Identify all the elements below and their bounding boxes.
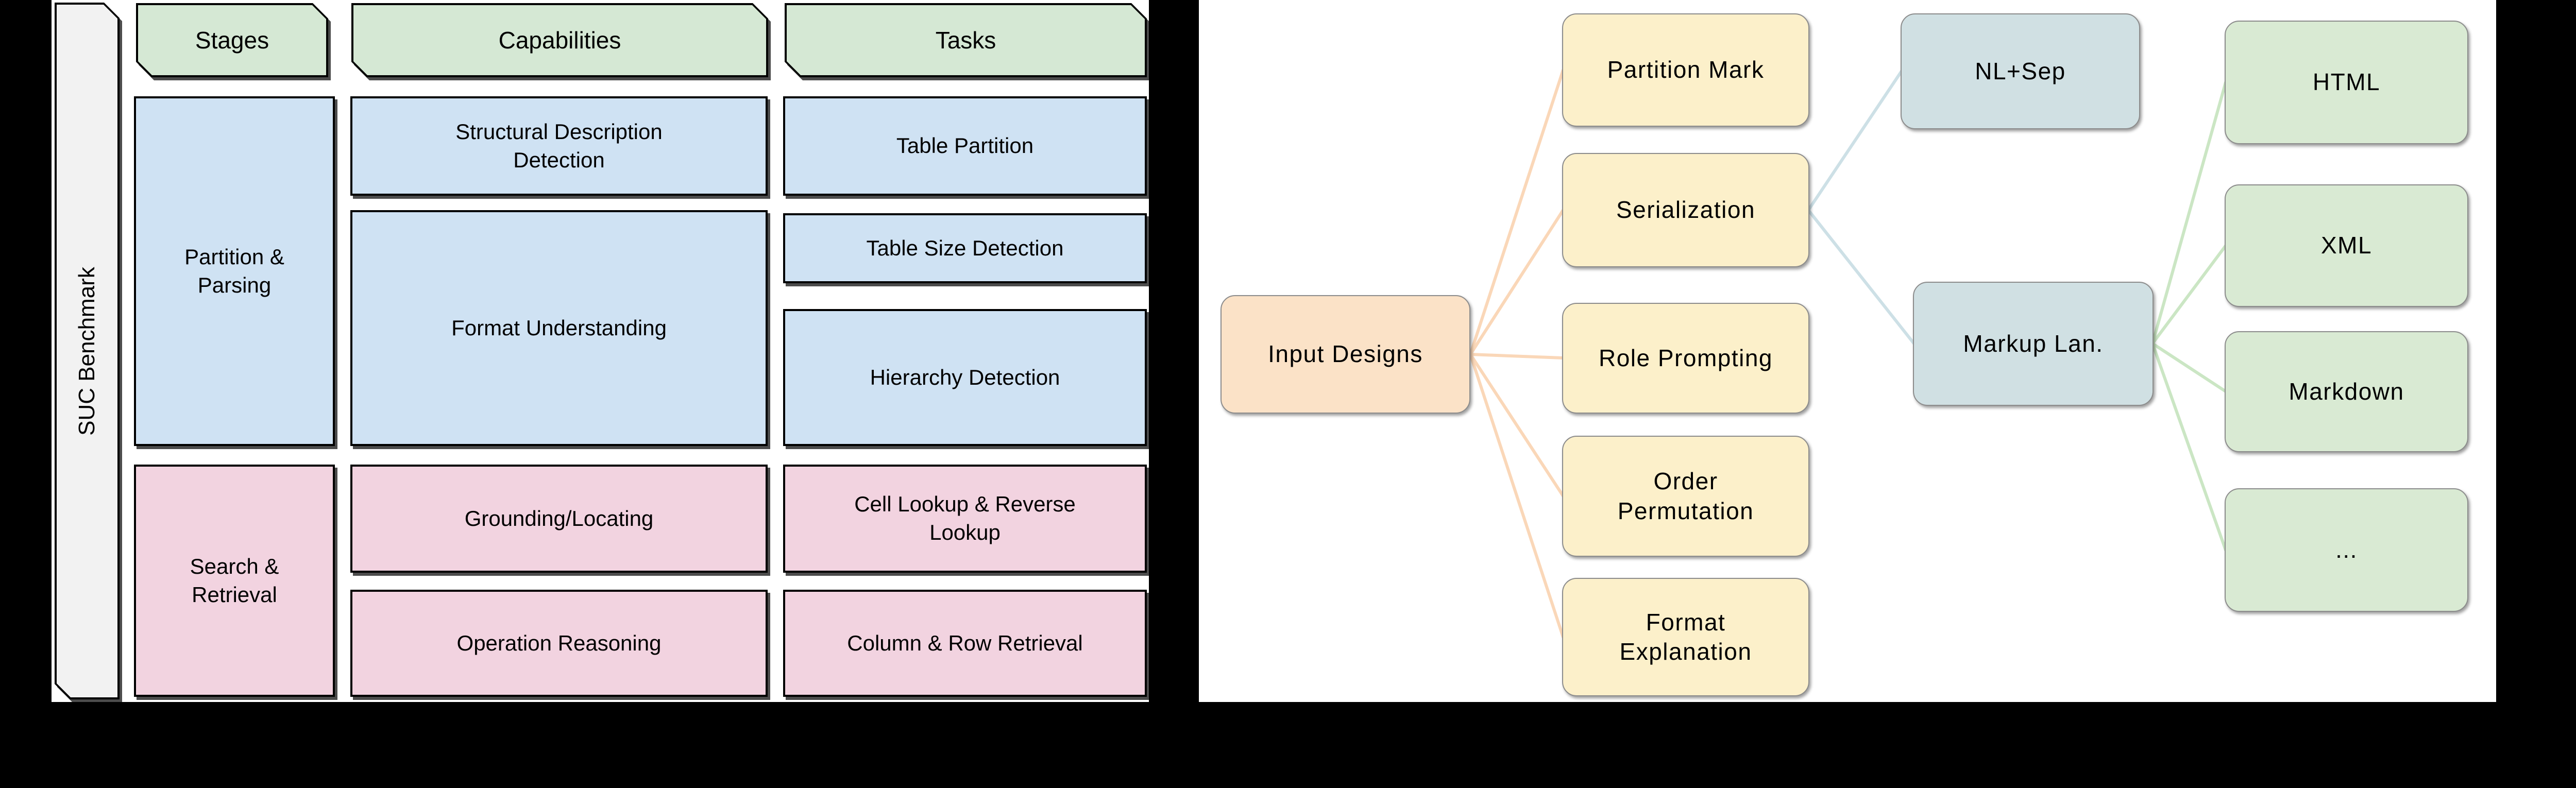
header-stages: Stages <box>136 3 328 77</box>
capability-grounding-locating: Grounding/Locating <box>350 465 768 573</box>
suc-benchmark-side-bar: SUC Benchmark <box>55 3 120 699</box>
header-tasks: Tasks <box>785 3 1147 77</box>
markup-html: HTML <box>2225 21 2468 144</box>
design-order-permutation: Order Permutation <box>1562 436 1809 557</box>
stage-partition-parsing: Partition & Parsing <box>134 96 335 446</box>
task-table-partition: Table Partition <box>783 96 1147 196</box>
markup-ellipsis: ... <box>2225 488 2468 612</box>
design-role-prompting: Role Prompting <box>1562 303 1809 414</box>
serialization-markup-lan: Markup Lan. <box>1913 282 2154 406</box>
capability-format-understanding: Format Understanding <box>350 210 768 446</box>
markup-markdown: Markdown <box>2225 331 2468 452</box>
task-cell-lookup-reverse-lookup: Cell Lookup & Reverse Lookup <box>783 465 1147 573</box>
design-serialization: Serialization <box>1562 153 1809 267</box>
header-capabilities-label: Capabilities <box>498 27 621 54</box>
task-column-row-retrieval: Column & Row Retrieval <box>783 590 1147 697</box>
benchmark-panel: SUC Benchmark Stages Capabilities Tasks … <box>52 0 1149 702</box>
input-designs-panel: Input Designs Partition Mark Serializati… <box>1199 0 2496 702</box>
header-capabilities: Capabilities <box>351 3 768 77</box>
serialization-nl-sep: NL+Sep <box>1901 13 2140 129</box>
header-stages-label: Stages <box>195 27 269 54</box>
task-table-size-detection: Table Size Detection <box>783 213 1147 283</box>
capability-structural-description-detection: Structural Description Detection <box>350 96 768 196</box>
design-format-explanation: Format Explanation <box>1562 578 1809 696</box>
design-partition-mark: Partition Mark <box>1562 13 1809 127</box>
markup-xml: XML <box>2225 184 2468 307</box>
root-input-designs: Input Designs <box>1221 295 1470 414</box>
capability-operation-reasoning: Operation Reasoning <box>350 590 768 697</box>
stage-search-retrieval: Search & Retrieval <box>134 465 335 697</box>
tree-connector-lines <box>1469 68 2227 639</box>
task-hierarchy-detection: Hierarchy Detection <box>783 309 1147 446</box>
header-tasks-label: Tasks <box>935 27 996 54</box>
side-bar-label: SUC Benchmark <box>74 266 100 436</box>
